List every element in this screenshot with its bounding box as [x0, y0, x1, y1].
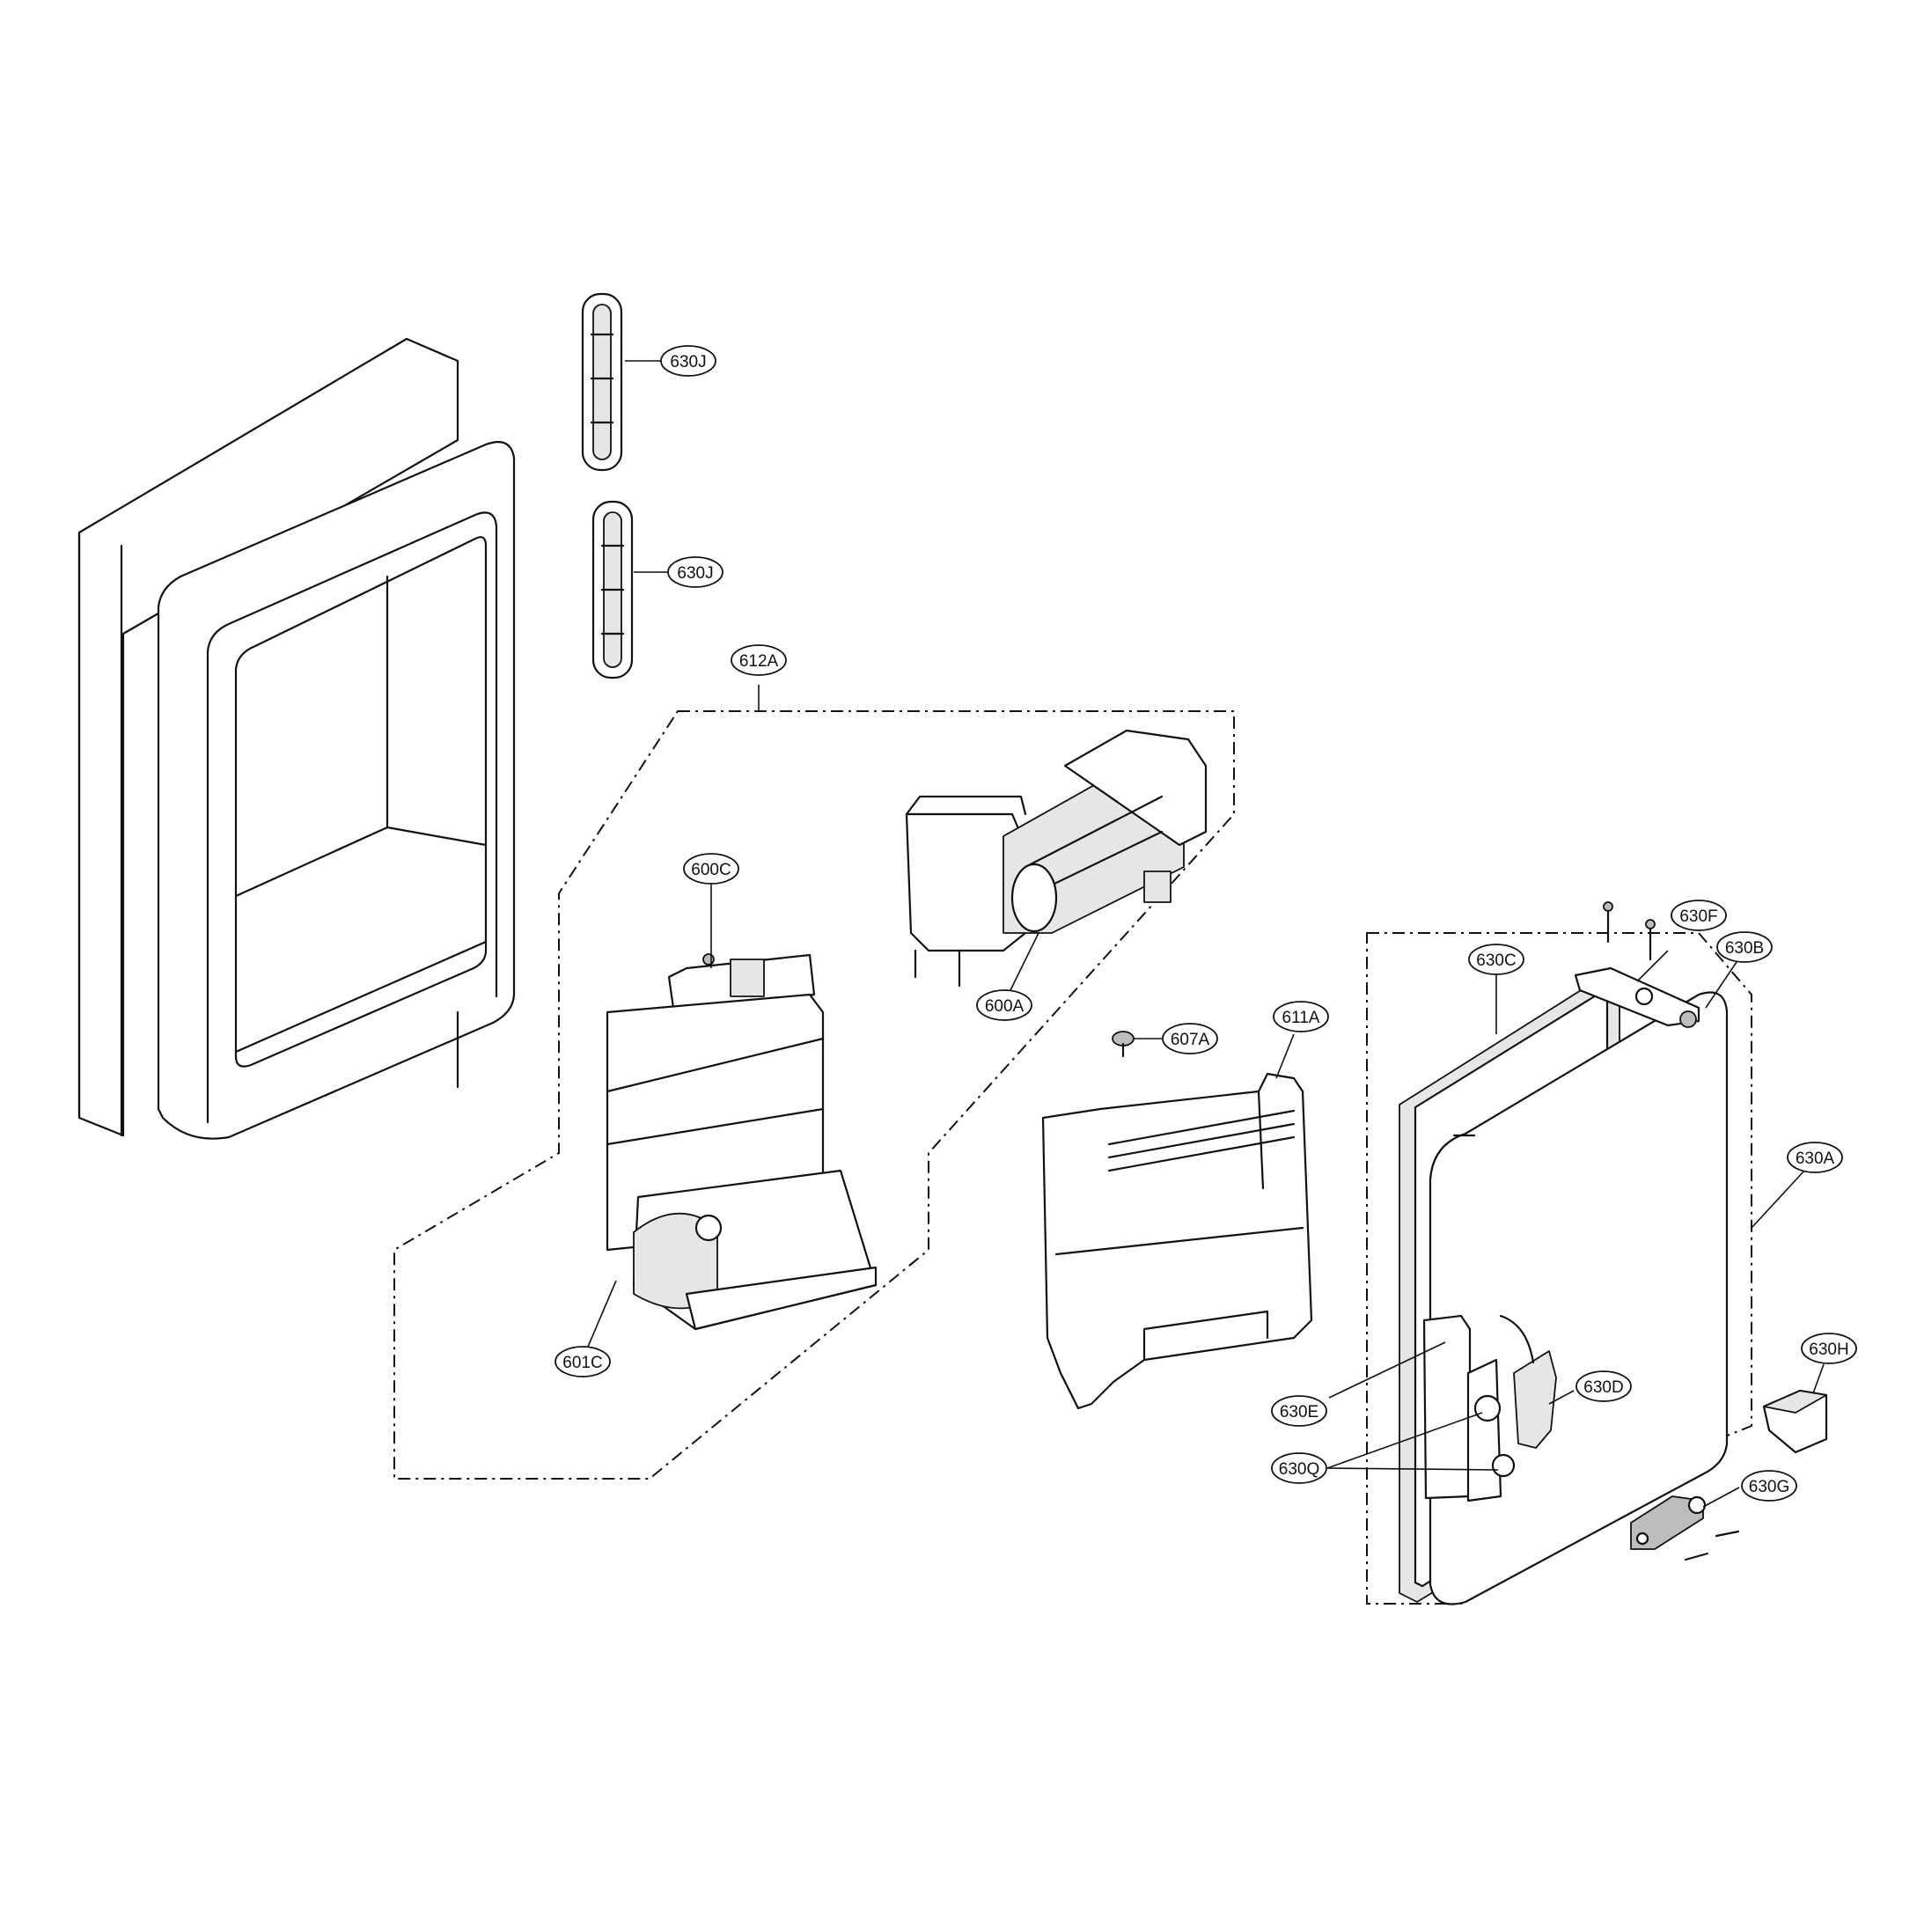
- svg-text:630Q: 630Q: [1279, 1460, 1319, 1479]
- svg-text:601C: 601C: [562, 1354, 602, 1372]
- svg-text:607A: 607A: [1171, 1031, 1210, 1049]
- callout-630j-bottom: 630J: [667, 556, 723, 588]
- callout-630b: 630B: [1716, 931, 1773, 963]
- callout-600c: 600C: [683, 853, 739, 885]
- cap-630h: [1762, 1389, 1828, 1454]
- callout-600a: 600A: [976, 989, 1032, 1021]
- svg-text:630E: 630E: [1280, 1403, 1318, 1421]
- svg-text:612A: 612A: [739, 652, 779, 671]
- bracket-630f: [1574, 901, 1700, 1028]
- svg-text:630A: 630A: [1796, 1150, 1835, 1168]
- callout-630d: 630D: [1575, 1370, 1632, 1402]
- ice-maker-600a: [905, 729, 1208, 988]
- svg-text:630H: 630H: [1809, 1341, 1848, 1359]
- svg-text:630G: 630G: [1749, 1478, 1789, 1496]
- callout-612a: 612A: [731, 644, 787, 676]
- assembly-612a-boundary: [393, 710, 1235, 1480]
- callout-630g: 630G: [1741, 1470, 1797, 1502]
- svg-text:600C: 600C: [691, 861, 731, 879]
- svg-text:630J: 630J: [670, 353, 706, 371]
- svg-text:630C: 630C: [1476, 951, 1516, 970]
- door-panel: [77, 337, 516, 1140]
- screw-607a: [1112, 1031, 1135, 1058]
- callout-611a: 611A: [1273, 1001, 1329, 1032]
- svg-text:630B: 630B: [1725, 939, 1764, 958]
- callout-630f: 630F: [1671, 900, 1727, 931]
- door-assembly-boundary: [1366, 932, 1752, 1605]
- callout-630e: 630E: [1271, 1395, 1327, 1427]
- handle-630j-top: [581, 292, 623, 472]
- callout-630h: 630H: [1801, 1333, 1857, 1364]
- leader-lines: [587, 360, 1825, 1508]
- svg-text:600A: 600A: [985, 997, 1025, 1016]
- hinge-630g: [1630, 1495, 1740, 1561]
- callout-630a: 630A: [1787, 1142, 1843, 1173]
- handle-630j-bottom: [591, 500, 634, 680]
- svg-text:630D: 630D: [1583, 1378, 1623, 1397]
- callout-601c: 601C: [555, 1346, 611, 1377]
- ice-door: [1399, 976, 1729, 1605]
- callout-607a: 607A: [1162, 1023, 1218, 1054]
- callout-630j-top: 630J: [660, 345, 716, 377]
- callout-630q: 630Q: [1271, 1452, 1327, 1484]
- svg-text:611A: 611A: [1282, 1009, 1320, 1027]
- callout-630c: 630C: [1468, 944, 1524, 975]
- svg-text:630F: 630F: [1679, 907, 1717, 926]
- svg-text:630J: 630J: [677, 564, 713, 583]
- ice-bin-housing: [606, 953, 878, 1331]
- cover-611a: [1041, 1072, 1313, 1410]
